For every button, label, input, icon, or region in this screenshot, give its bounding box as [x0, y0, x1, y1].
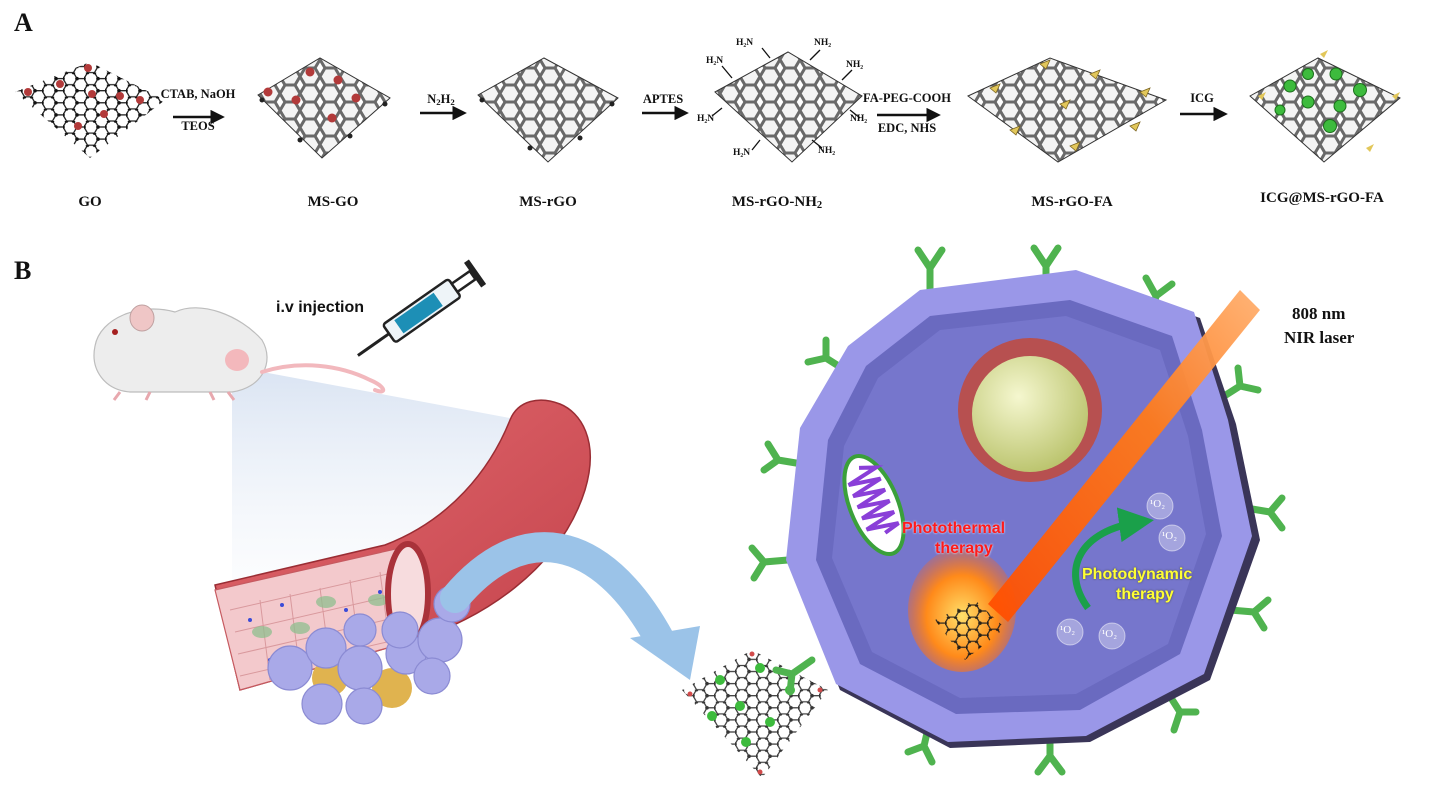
arrow-4-conditions: EDC, NHS: [877, 121, 937, 135]
arrow-1-conditions: TEOS: [181, 119, 215, 133]
arrow-5-reagents: ICG: [1190, 91, 1214, 105]
ms-rgo-nh2-sheet-image: [711, 47, 863, 163]
arrow-2-reagents: N2H2: [427, 92, 455, 107]
arrow-4-reagents: FA-PEG-COOH: [863, 91, 951, 105]
step-label-ms-rgo-nh2: MS-rGO-NH2: [731, 194, 823, 211]
panel-b-letter: B: [14, 256, 32, 285]
singlet-oxygen-label: ¹O₂: [1060, 624, 1076, 636]
amine-label: NH₂: [846, 60, 864, 70]
step-label-icg-ms-rgo-fa: ICG@MS-rGO-FA: [1260, 190, 1384, 206]
mouse-image: [93, 304, 386, 401]
ms-rgo-sheet-image: [477, 57, 619, 163]
singlet-oxygen-label: ¹O₂: [1150, 498, 1166, 510]
photodynamic-label-line1: Photodynamic: [1082, 566, 1193, 583]
go-sheet-image: [15, 62, 165, 158]
amine-label: H₂N: [697, 114, 715, 124]
amine-label: NH₂: [850, 114, 868, 124]
ms-rgo-fa-sheet-image: [967, 57, 1168, 163]
flow-arrowhead: [630, 626, 700, 680]
nanoparticle-sheet-image: [682, 650, 828, 778]
cancer-cell-image: [748, 244, 1286, 776]
step-label-ms-rgo-fa: MS-rGO-FA: [1031, 194, 1113, 210]
nir-laser-beam: [988, 290, 1260, 622]
photothermal-label-line1: Photothermal: [902, 520, 1006, 537]
panel-a-letter: A: [14, 8, 33, 37]
photothermal-label-line2: therapy: [935, 540, 993, 557]
flow-arrow: [440, 532, 675, 655]
step-label-ms-rgo: MS-rGO: [519, 194, 577, 210]
singlet-oxygen-label: ¹O₂: [1162, 530, 1178, 542]
amine-label: H₂N: [706, 56, 724, 66]
amine-label: NH₂: [818, 146, 836, 156]
step-label-go: GO: [78, 194, 102, 210]
pdt-curved-arrow: [1072, 507, 1154, 611]
icg-ms-rgo-fa-sheet-image: [1249, 50, 1401, 163]
syringe-icon: [357, 259, 487, 357]
laser-type-label: NIR laser: [1284, 328, 1355, 347]
blood-vessel-image: [214, 399, 591, 691]
reaction-arrows: [173, 105, 1228, 125]
arrow-3-reagents: APTES: [642, 92, 684, 106]
arrow-1-reagents: CTAB, NaOH: [160, 87, 236, 101]
step-label-ms-go: MS-GO: [307, 194, 359, 210]
amine-label: H₂N: [736, 38, 754, 48]
singlet-oxygen-label: ¹O₂: [1102, 628, 1118, 640]
injection-label: i.v injection: [276, 299, 365, 316]
mitochondrion: [842, 453, 906, 557]
amine-label: NH₂: [814, 38, 832, 48]
laser-wavelength-label: 808 nm: [1292, 304, 1346, 323]
photodynamic-label-line2: therapy: [1116, 586, 1174, 603]
amine-label: H₂N: [733, 148, 751, 158]
ms-go-sheet-image: [257, 57, 391, 159]
